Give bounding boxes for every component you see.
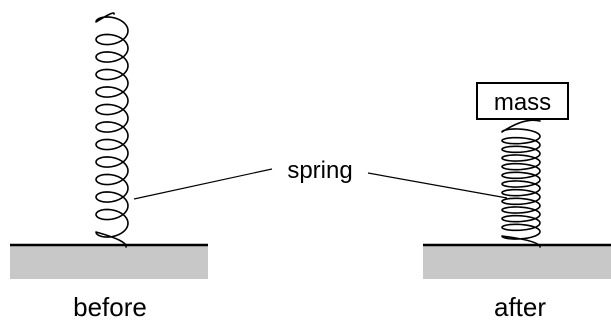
spring-label: spring	[287, 157, 352, 184]
mass-box	[476, 82, 569, 120]
before-ground	[10, 243, 208, 279]
mass-label: mass	[494, 89, 551, 116]
after-caption: after	[494, 292, 546, 322]
after-ground	[423, 243, 611, 279]
before-ground-fill	[10, 245, 208, 279]
before-caption: before	[73, 292, 147, 322]
before-spring	[95, 12, 129, 248]
mass-block: mass	[476, 82, 569, 120]
spring-pointer-left	[133, 168, 273, 200]
after-ground-fill	[423, 245, 611, 279]
after-spring	[501, 119, 541, 248]
spring-pointer-right	[367, 172, 508, 199]
